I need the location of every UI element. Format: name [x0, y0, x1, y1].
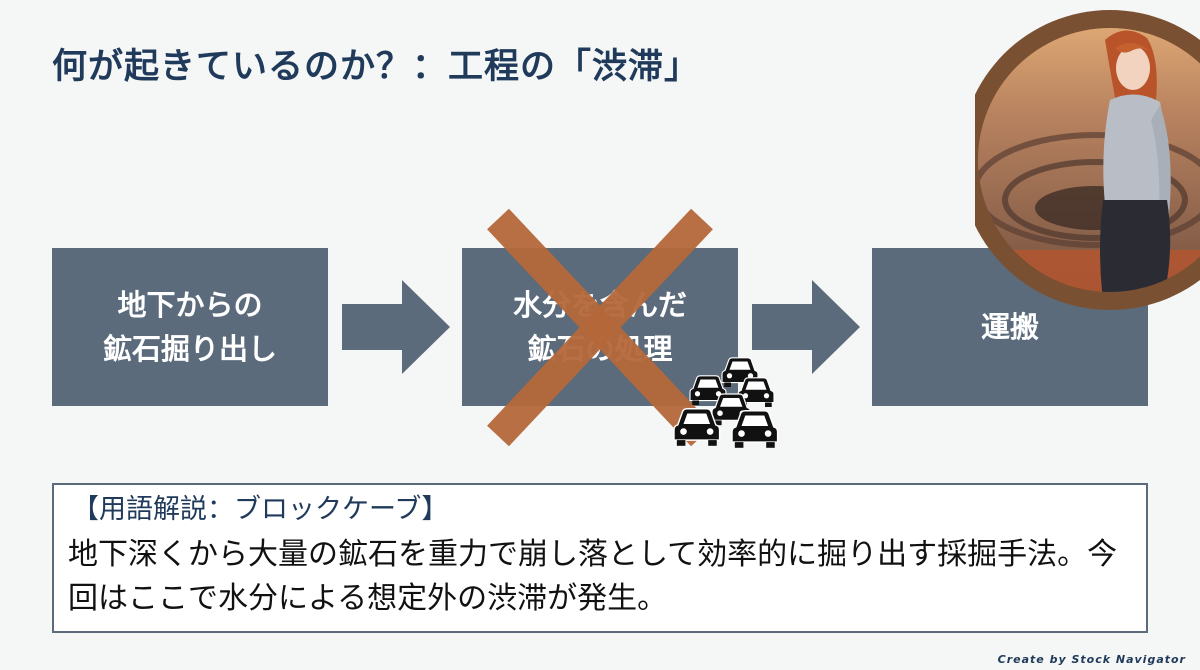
- right-arrow-icon: [342, 280, 450, 374]
- presenter-avatar: [975, 10, 1200, 310]
- page-title: 何が起きているのか？：工程の「渋滞」: [52, 47, 701, 87]
- credit-text: Create by Stock Navigator: [997, 653, 1186, 666]
- glossary-heading: 【用語解説：ブロックケーブ】: [72, 494, 449, 525]
- glossary-body: 地下深くから大量の鉱石を重力で崩し落として効率的に掘り出す採掘手法。今回はここで…: [68, 537, 1118, 616]
- step-label-line1: 地下からの: [117, 288, 263, 322]
- step-label-line1: 水分を含んだ: [512, 288, 687, 322]
- step-label-line2: 鉱石掘り出し: [102, 332, 277, 366]
- right-arrow-icon: [752, 280, 860, 374]
- traffic-jam-cars-icon: [673, 357, 779, 449]
- step-ore-extraction: 地下からの 鉱石掘り出し: [52, 248, 328, 406]
- glossary-box: 【用語解説：ブロックケーブ】 地下深くから大量の鉱石を重力で崩し落として効率的に…: [52, 483, 1148, 633]
- step-label-line2: 鉱石の処理: [527, 332, 673, 366]
- step-label-line1: 運搬: [980, 310, 1039, 344]
